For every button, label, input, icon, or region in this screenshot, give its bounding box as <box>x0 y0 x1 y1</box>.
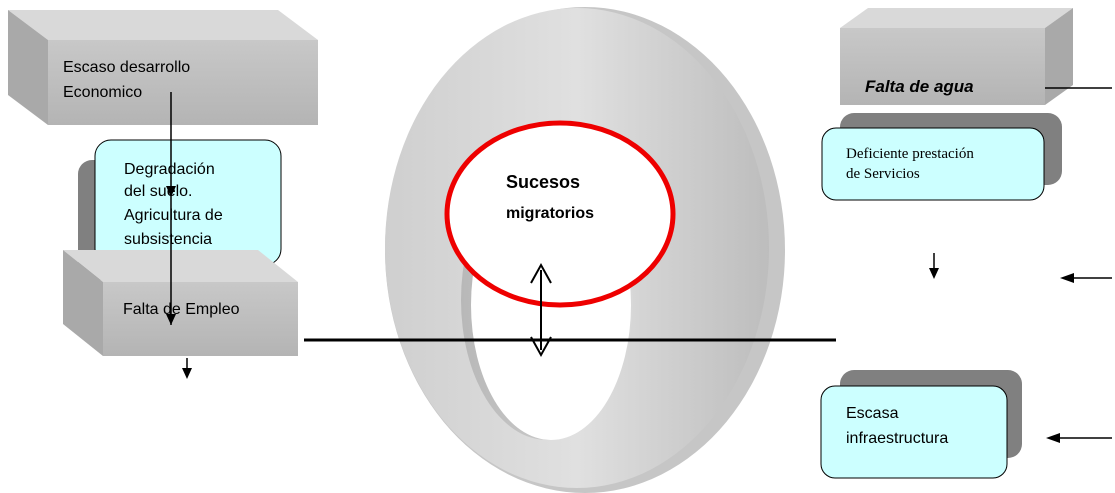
water-box: Falta de agua <box>840 8 1112 105</box>
center-title-line1: Sucesos <box>506 172 580 192</box>
services-callout: Deficiente prestación de Servicios <box>822 113 1062 200</box>
soil-label-line3: Agricultura de <box>124 207 223 224</box>
soil-label-line2: del suelo. <box>124 183 193 200</box>
migration-circle: Sucesos migratorios <box>447 123 673 305</box>
center-title-line2: migratorios <box>506 205 594 222</box>
services-down-arrow <box>929 253 939 279</box>
water-label: Falta de agua <box>865 77 974 96</box>
economic-label-line2: Economico <box>63 84 142 101</box>
infrastructure-label-line2: infraestructura <box>846 430 948 447</box>
employment-box: Falta de Empleo <box>63 250 298 356</box>
economic-box: Escaso desarrollo Economico <box>8 10 318 125</box>
infrastructure-label-line1: Escasa <box>846 405 899 422</box>
soil-label-line4: subsistencia <box>124 231 212 248</box>
economic-label-line1: Escaso desarrollo <box>63 59 190 76</box>
services-label-line1: Deficiente prestación <box>846 146 974 162</box>
employment-down-arrow <box>182 358 192 379</box>
right-middle-left-arrow <box>1060 273 1112 283</box>
soil-label-line1: Degradación <box>124 161 215 178</box>
infrastructure-callout: Escasa infraestructura <box>821 370 1022 478</box>
services-label-line2: de Servicios <box>846 166 920 182</box>
right-bottom-left-arrow <box>1046 433 1112 443</box>
employment-label: Falta de Empleo <box>123 301 240 318</box>
